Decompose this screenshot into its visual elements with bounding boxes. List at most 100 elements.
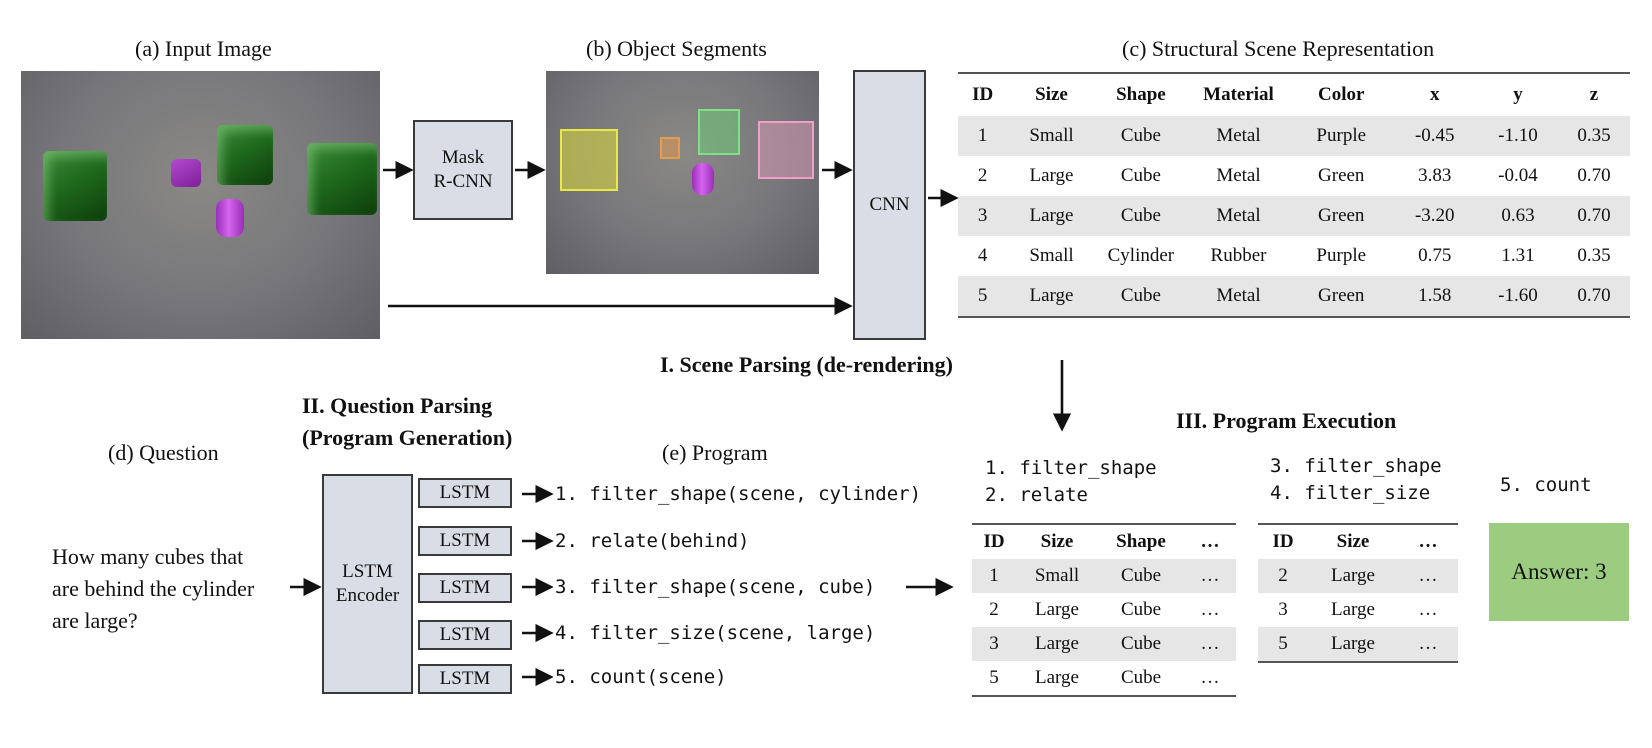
table-cell: Purple	[1316, 245, 1367, 266]
table-cell: 0.70	[1577, 165, 1611, 186]
table-cell: 1	[958, 116, 1008, 156]
exec-step-label: 1. filter_shape	[985, 457, 1157, 479]
caption-program: (e) Program	[662, 440, 768, 465]
table-cell: Large	[1331, 599, 1375, 620]
table-header: Size	[1040, 531, 1074, 552]
lstm-label: LSTM	[439, 530, 491, 551]
table-cell: …	[1418, 599, 1438, 620]
lstm-label: LSTM	[439, 668, 491, 689]
table-cell: 5	[989, 667, 999, 688]
purple-cube	[171, 159, 201, 187]
green-cube	[307, 143, 377, 215]
lstm-encoder-label-1: LSTM	[342, 561, 393, 582]
table-row: 2 Large …	[1258, 559, 1458, 593]
table-header: z	[1589, 84, 1599, 105]
table-cell: Large	[1007, 196, 1096, 236]
purple-cylinder	[692, 163, 714, 195]
table-header: Shape	[1116, 84, 1166, 105]
answer-text: Answer: 3	[1511, 559, 1607, 584]
table-cell: 1.31	[1501, 245, 1535, 266]
table-cell: 0.35	[1577, 245, 1611, 266]
mask-rcnn-label-1: Mask	[441, 147, 485, 168]
table-cell: 0.75	[1418, 245, 1452, 266]
table-row: 2 Large Cube …	[972, 593, 1236, 627]
question-line: How many cubes that	[52, 544, 244, 569]
table-cell: 3	[972, 627, 1016, 661]
table-header: …	[1200, 531, 1220, 552]
lstm-label: LSTM	[439, 624, 491, 645]
table-cell: 4	[977, 245, 988, 266]
table-cell: 1.58	[1391, 276, 1478, 317]
lstm-cell-4: LSTM	[418, 620, 512, 650]
table-cell: 0.35	[1558, 116, 1630, 156]
exec-step-label: 5. count	[1500, 474, 1592, 496]
table-cell: Cube	[1095, 276, 1187, 317]
table-row: 3 Large Cube …	[972, 627, 1236, 661]
table-header: x	[1429, 84, 1440, 105]
table-cell: Green	[1318, 165, 1365, 186]
table-cell: Small	[1007, 116, 1096, 156]
table-cell: 2	[989, 599, 999, 620]
table-header-row: ID Size Shape Material Color x y z	[958, 73, 1630, 116]
scene-parsing-title: I. Scene Parsing (de-rendering)	[660, 352, 953, 377]
table-cell: 0.70	[1558, 276, 1630, 317]
program-step-1: 1. filter_shape(scene, cylinder)	[555, 483, 922, 505]
lstm-cell-5: LSTM	[418, 664, 512, 694]
cnn-box: CNN	[853, 70, 926, 340]
question-text: How many cubes that are behind the cylin…	[52, 541, 254, 637]
table-header: ID	[972, 84, 994, 105]
question-line: are behind the cylinder	[52, 576, 255, 601]
lstm-label: LSTM	[439, 482, 491, 503]
exec-step-label: 2. relate	[985, 484, 1088, 506]
table-cell: Cube	[1120, 667, 1162, 688]
scene-table: ID Size Shape Material Color x y z 1 Sma…	[958, 72, 1630, 318]
lstm-label: LSTM	[439, 577, 491, 598]
table-row: 2 Large Cube Metal Green 3.83 -0.04 0.70	[958, 156, 1630, 196]
table-cell: Large	[1029, 165, 1074, 186]
table-row: 1 Small Cube Metal Purple -0.45 -1.10 0.…	[958, 116, 1630, 156]
program-execution-title: III. Program Execution	[1176, 408, 1397, 433]
table-cell: 3.83	[1418, 165, 1452, 186]
table-cell: 2	[1258, 559, 1308, 593]
table-header: Shape	[1116, 531, 1166, 552]
mask-rcnn-label-2: R-CNN	[433, 171, 493, 192]
table-cell: Cylinder	[1107, 245, 1175, 266]
table-row: 5 Large Cube Metal Green 1.58 -1.60 0.70	[958, 276, 1630, 317]
program-step-5: 5. count(scene)	[555, 666, 727, 688]
table-cell: Cube	[1120, 165, 1161, 186]
table-header: Size	[1035, 84, 1068, 105]
question-line: are large?	[52, 608, 138, 633]
answer-box: Answer: 3	[1489, 523, 1629, 621]
table-cell: Cube	[1098, 559, 1184, 593]
table-cell: Large	[1308, 559, 1398, 593]
mask-rcnn-box: Mask R-CNN	[413, 120, 513, 220]
table-cell: -0.45	[1391, 116, 1478, 156]
table-header-row: ID Size …	[1258, 524, 1458, 559]
table-row: 3 Large Cube Metal Green -3.20 0.63 0.70	[958, 196, 1630, 236]
exec-step-label: 4. filter_size	[1270, 482, 1431, 504]
green-cube	[217, 125, 273, 185]
table-cell: Metal	[1186, 276, 1291, 317]
table-cell: 0.63	[1477, 196, 1559, 236]
program-step-2: 2. relate(behind)	[555, 530, 750, 552]
table-cell: …	[1398, 559, 1458, 593]
table-cell: -1.10	[1477, 116, 1559, 156]
table-header: y	[1513, 84, 1523, 105]
segment-green	[698, 109, 740, 155]
table-cell: Rubber	[1210, 245, 1267, 266]
table-cell: 2	[977, 165, 988, 186]
table-cell: …	[1398, 627, 1458, 662]
question-parsing-title-2: (Program Generation)	[302, 425, 513, 450]
caption-object-segments: (b) Object Segments	[586, 36, 767, 61]
green-cube	[43, 151, 107, 221]
segment-yellow	[560, 129, 618, 191]
table-cell: Green	[1290, 276, 1392, 317]
table-cell: Large	[1035, 667, 1079, 688]
lstm-cell-2: LSTM	[418, 526, 512, 556]
exec-table-2: ID Size … 2 Large … 3 Large … 5 Large …	[1258, 523, 1458, 663]
table-cell: Cube	[1098, 627, 1184, 661]
table-row: 3 Large …	[1258, 593, 1458, 627]
lstm-cell-3: LSTM	[418, 573, 512, 603]
program-step-3: 3. filter_shape(scene, cube)	[555, 576, 876, 598]
table-header: Size	[1336, 531, 1370, 552]
